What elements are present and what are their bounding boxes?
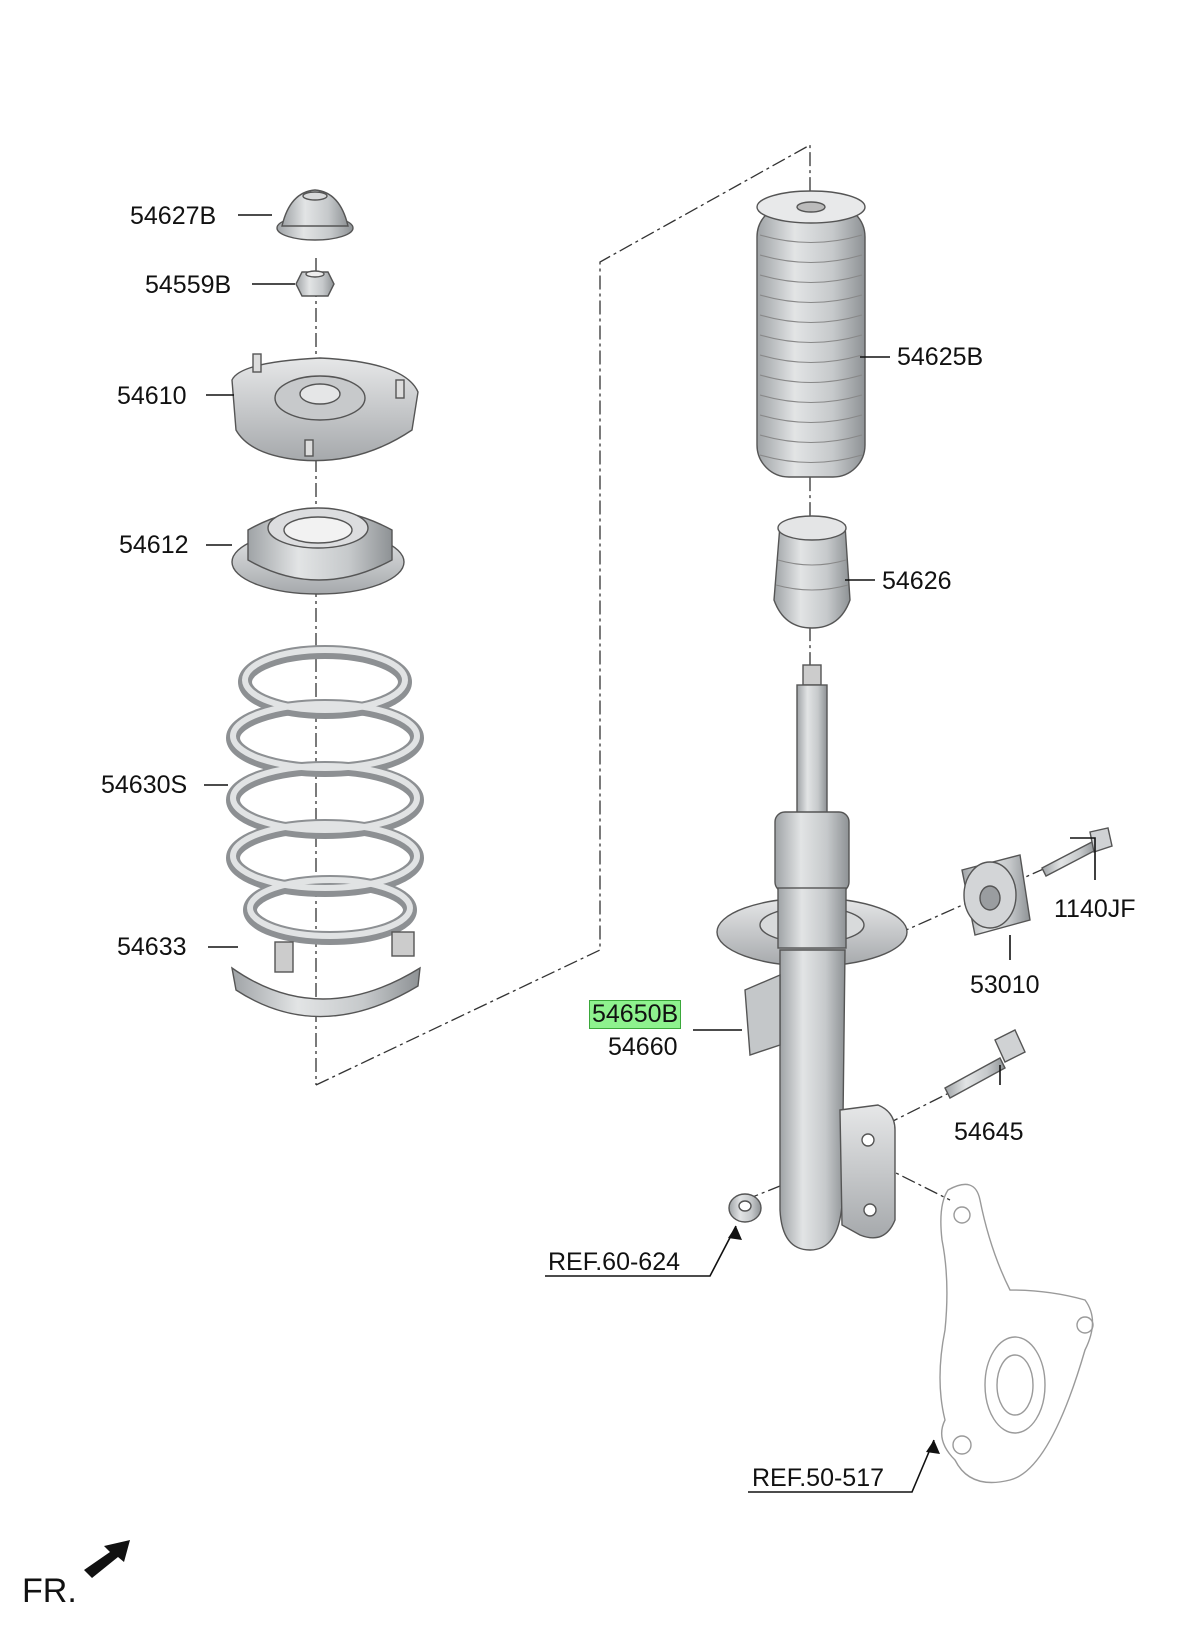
bolt-axis-54645 [884, 1089, 956, 1126]
assembly-frame-line [315, 143, 811, 1086]
bushing-part [961, 854, 1031, 936]
lock-nut-part [295, 270, 335, 297]
steering-knuckle-part [939, 1183, 1094, 1484]
dust-cap-part [276, 189, 354, 241]
front-direction-arrow-icon [84, 1540, 130, 1578]
ref-label-60-624[interactable]: REF.60-624 [548, 1248, 681, 1276]
part-label-54660[interactable]: 54660 [608, 1033, 678, 1061]
dust-boot-ribs [759, 234, 863, 463]
part-label-54610[interactable]: 54610 [117, 382, 187, 410]
part-label-54627b[interactable]: 54627B [130, 202, 217, 230]
part-label-54633[interactable]: 54633 [117, 933, 187, 961]
part-label-54625b[interactable]: 54625B [897, 343, 984, 371]
bolt-54645-part [944, 1029, 1026, 1099]
spring-pad-part [231, 931, 421, 1018]
ref-label-50-517[interactable]: REF.50-517 [752, 1464, 885, 1492]
part-label-54650b[interactable]: 54650B [589, 1000, 682, 1029]
bump-stopper-part [773, 515, 851, 629]
bolt-1140jf-part [1041, 827, 1113, 877]
nut-ref60-part [728, 1193, 762, 1223]
bolt-axis-1140jf [849, 854, 1076, 956]
strut-mount-part [231, 353, 419, 462]
front-direction-label: FR. [22, 1572, 77, 1610]
dust-boot-part [756, 190, 866, 478]
part-label-54612[interactable]: 54612 [119, 531, 189, 559]
coil-spring-highlight [230, 647, 420, 939]
part-label-53010[interactable]: 53010 [970, 971, 1040, 999]
strut-assembly-part [716, 664, 908, 1251]
leader-lines [204, 214, 1096, 1493]
part-label-1140jf[interactable]: 1140JF [1054, 895, 1136, 923]
part-label-54559b[interactable]: 54559B [145, 271, 232, 299]
part-label-54630s[interactable]: 54630S [101, 771, 188, 799]
part-label-54645[interactable]: 54645 [954, 1118, 1024, 1146]
part-label-54626[interactable]: 54626 [882, 567, 952, 595]
strut-bearing-part [231, 507, 405, 595]
